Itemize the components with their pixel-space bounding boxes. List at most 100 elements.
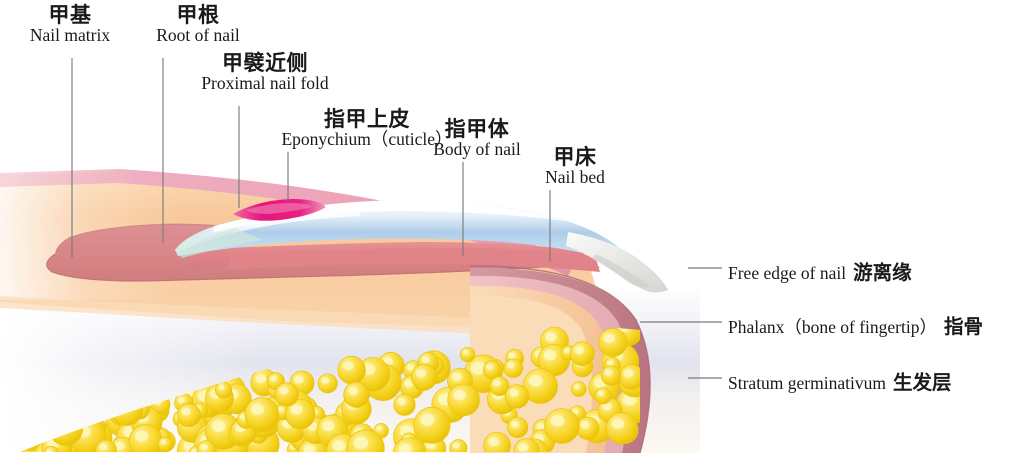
label-nail-bed: 甲床 Nail bed: [533, 146, 617, 187]
fat-globule-highlight: [181, 407, 191, 416]
label-body-of-nail-en: Body of nail: [433, 139, 521, 160]
fat-globule-highlight: [611, 418, 624, 429]
label-phalanx: Phalanx（bone of fingertip） 指骨: [728, 310, 983, 339]
fat-globule-highlight: [114, 441, 125, 451]
label-eponychium-zh: 指甲上皮: [324, 107, 410, 131]
fat-globule-highlight: [218, 384, 225, 391]
fat-globule: [157, 436, 173, 452]
fat-globule-highlight: [518, 443, 529, 452]
label-nail-matrix-zh: 甲基: [48, 3, 92, 27]
fat-globule-highlight: [211, 420, 226, 433]
label-root-of-nail-zh: 甲根: [176, 3, 220, 27]
fat-globule-highlight: [574, 346, 584, 355]
fat-globule-highlight: [279, 386, 289, 395]
fat-globule: [544, 408, 580, 444]
fat-globule-highlight: [607, 360, 614, 366]
free-edge-of-nail: [566, 232, 668, 293]
fat-globule-highlight: [580, 421, 590, 429]
label-proximal-nail-fold-zh: 甲襞近侧: [222, 51, 308, 75]
fat-globule-highlight: [597, 390, 605, 397]
fat-globule-highlight: [398, 443, 412, 452]
fat-globule-highlight: [536, 423, 546, 430]
adipose-fat-globules: [20, 326, 640, 452]
fat-globule-highlight: [550, 415, 565, 427]
fat-globule-highlight: [470, 362, 486, 375]
label-root-of-nail-en: Root of nail: [156, 25, 240, 46]
fat-globule-highlight: [543, 350, 557, 361]
label-proximal-nail-fold-en: Proximal nail fold: [201, 73, 329, 94]
fat-globule-highlight: [294, 375, 304, 384]
fat-globule-highlight: [332, 440, 346, 452]
fat-globule-highlight: [99, 443, 108, 451]
fat-globule: [274, 382, 299, 407]
fat-globule-highlight: [277, 407, 284, 413]
fat-globule: [413, 406, 451, 444]
label-free-edge-of-nail: Free edge of nail 游离缘: [728, 256, 912, 285]
fat-globule-highlight: [602, 402, 612, 411]
fat-globule: [337, 355, 366, 385]
fat-globule-highlight: [415, 369, 426, 378]
label-nail-bed-en: Nail bed: [545, 167, 605, 188]
fat-globule-highlight: [177, 397, 186, 403]
fat-globule-highlight: [404, 379, 414, 388]
fat-globule-highlight: [200, 444, 208, 451]
fat-globule: [411, 363, 438, 391]
fat-globule-highlight: [270, 375, 278, 382]
fat-globule-highlight: [493, 380, 501, 387]
fat-globule-highlight: [508, 352, 516, 359]
label-phalanx-zh: 指骨: [943, 315, 983, 338]
leader-lines-top: [71, 58, 551, 262]
fat-globule-highlight: [451, 372, 462, 382]
fat-globule-highlight: [322, 420, 335, 432]
fat-globule-highlight: [603, 333, 615, 343]
fat-globule: [507, 416, 529, 438]
label-proximal-nail-fold: 甲襞近侧 Proximal nail fold: [184, 52, 346, 93]
fat-globule-highlight: [348, 386, 359, 396]
label-nail-matrix-en: Nail matrix: [29, 25, 111, 46]
label-free-edge-of-nail-en: Free edge of nail: [728, 263, 847, 283]
fat-globule: [503, 358, 524, 378]
label-root-of-nail: 甲根 Root of nail: [139, 4, 257, 45]
fat-globule: [598, 328, 628, 357]
fat-globule: [343, 381, 370, 408]
fat-globule-highlight: [353, 436, 369, 450]
fat-globule: [482, 360, 502, 379]
fat-globule-highlight: [452, 442, 460, 449]
fat-globule: [594, 387, 612, 405]
fat-globule-highlight: [421, 356, 430, 363]
label-stratum-germinativum-zh: 生发层: [892, 371, 952, 394]
label-free-edge-of-nail-zh: 游离缘: [853, 261, 912, 284]
fat-globule-highlight: [303, 444, 316, 452]
fat-globule: [605, 412, 638, 445]
fat-globule-highlight: [563, 348, 570, 354]
label-nail-matrix: 甲基 Nail matrix: [14, 4, 126, 45]
fat-globule-highlight: [604, 369, 613, 376]
fat-globule-highlight: [160, 439, 167, 445]
label-nail-bed-zh: 甲床: [553, 145, 597, 169]
fat-globule: [393, 393, 416, 416]
eponychium-cuticle: [233, 199, 326, 221]
fat-globule: [177, 403, 201, 428]
fat-globule: [214, 381, 233, 399]
nail-bed: [188, 242, 600, 272]
fat-globule-highlight: [545, 332, 557, 342]
fat-globule: [576, 416, 600, 440]
fat-globule-highlight: [510, 420, 519, 428]
fat-globule-highlight: [250, 403, 265, 415]
label-body-of-nail: 指甲体 Body of nail: [414, 118, 540, 159]
fat-globule-highlight: [453, 389, 466, 401]
fat-globule-highlight: [397, 398, 407, 406]
fat-globule: [447, 383, 480, 417]
fat-globule-highlight: [191, 449, 197, 452]
fat-globule-highlight: [509, 389, 519, 397]
fat-globule-highlight: [507, 362, 515, 369]
fat-globule: [317, 373, 338, 394]
label-phalanx-en: Phalanx（bone of fingertip）: [728, 317, 937, 337]
fat-globule: [600, 365, 622, 386]
fat-globule-highlight: [623, 369, 634, 378]
fat-globule: [569, 341, 595, 367]
fat-globule-highlight: [376, 426, 383, 431]
